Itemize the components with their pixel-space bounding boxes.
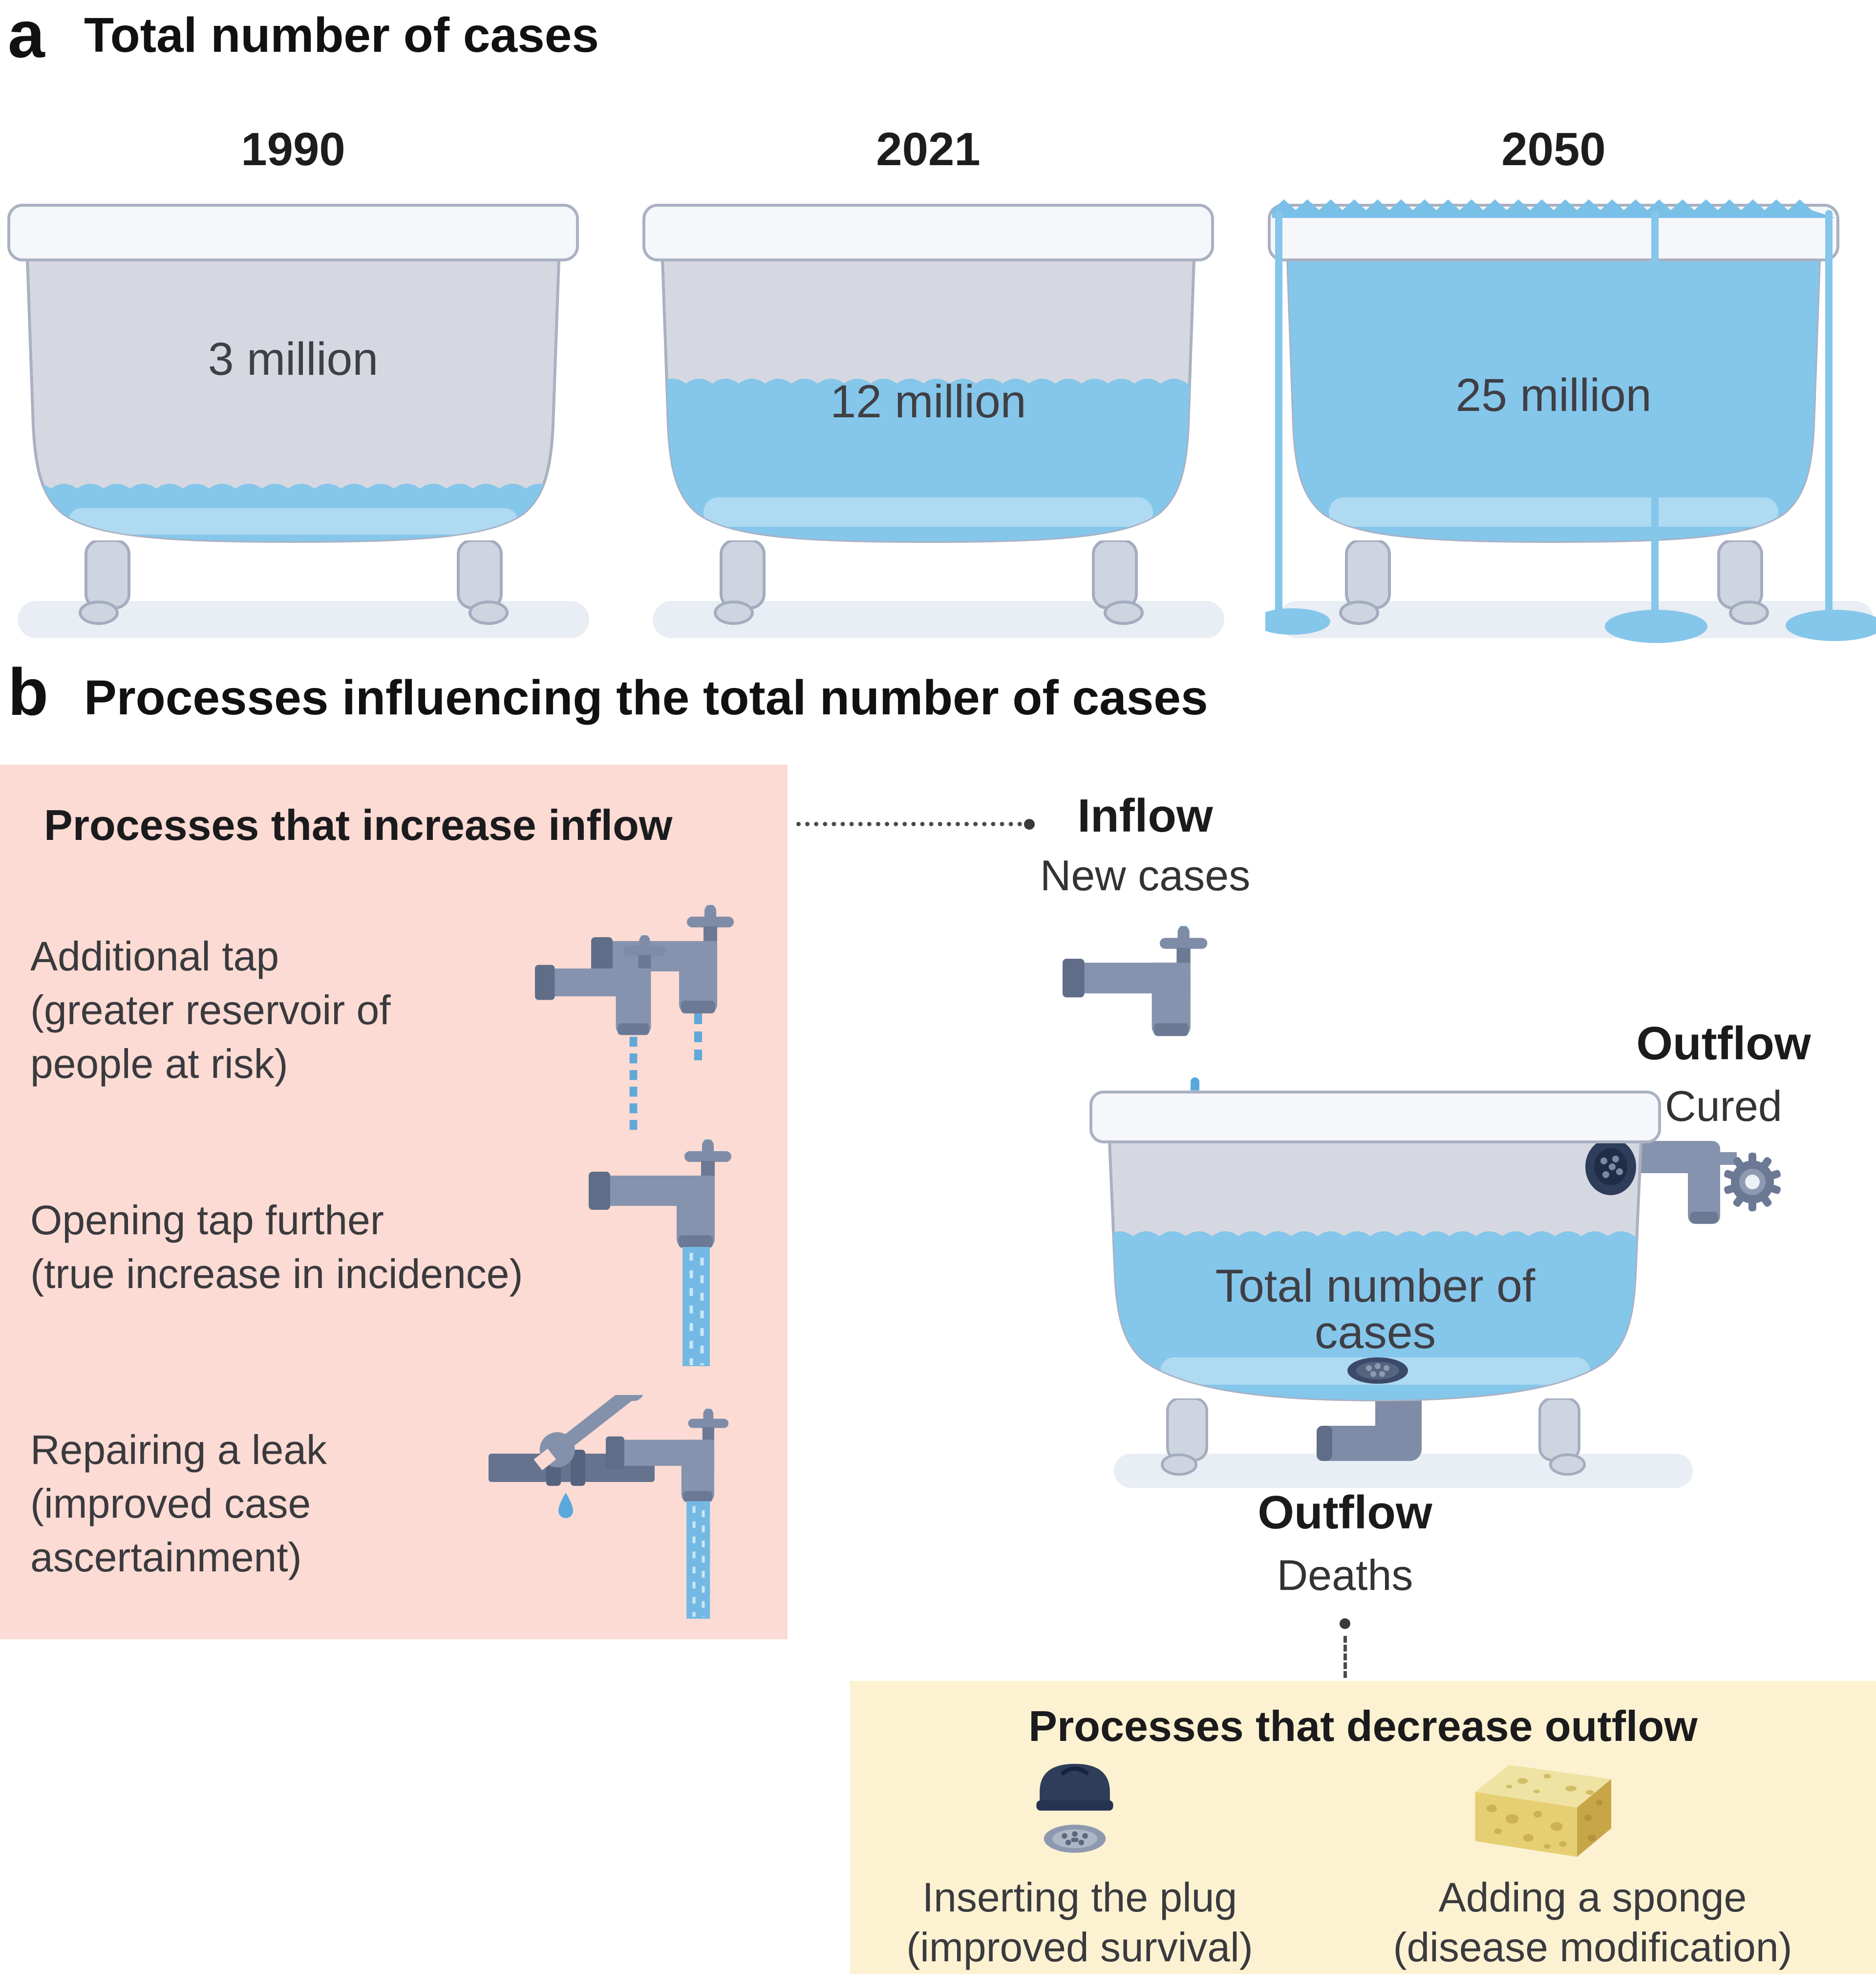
sponge-icon (1475, 1764, 1611, 1857)
bathtub-2050 (1265, 199, 1876, 643)
year-label-1990: 1990 (241, 123, 345, 175)
panel-a-letter: a (8, 0, 45, 71)
outflow-box-title: Processes that decrease outflow (1028, 1702, 1698, 1750)
central-tub-label: Total number of cases (1215, 1260, 1535, 1358)
tub-value-2021: 12 million (830, 376, 1026, 428)
plug-drain-icon (1036, 1763, 1113, 1853)
overflow-crest (1272, 199, 1835, 218)
wrench-pipe-tap-icon (489, 1395, 729, 1619)
inflow-tap-icon (1063, 926, 1208, 1036)
inflow-subtitle: New cases (1040, 851, 1251, 900)
outflow-deaths-title: Outflow (1258, 1486, 1432, 1539)
outflow-cured-subtitle: Cured (1665, 1082, 1782, 1130)
sponge-caption: Adding a sponge (disease modification) (1393, 1874, 1792, 1971)
deaths-drain-pipe (1317, 1383, 1422, 1461)
inflow-item-additional-tap: Additional tap (greater reservoir of peo… (30, 933, 391, 1087)
outflow-connector-dot (1340, 1618, 1350, 1629)
inflow-item-opening-tap: Opening tap further (true increase in in… (30, 1197, 523, 1297)
double-tap-icon (535, 905, 734, 1136)
tub-value-1990: 3 million (208, 333, 379, 385)
wrench-icon (533, 1395, 644, 1470)
bathtub-2021 (642, 204, 1224, 638)
outflow-cured-title: Outflow (1636, 1017, 1811, 1070)
inflow-connector-dot (1024, 819, 1035, 830)
overflow-streams (1265, 210, 1876, 643)
tap-flow-icon (589, 1139, 731, 1366)
panel-a-title: Total number of cases (84, 8, 599, 63)
bottom-drain-icon (1347, 1357, 1408, 1384)
panel-b-letter: b (8, 655, 49, 729)
outflow-deaths-subtitle: Deaths (1277, 1551, 1413, 1599)
inflow-item-repairing-leak: Repairing a leak (improved case ascertai… (30, 1427, 327, 1581)
tub-value-2050: 25 million (1455, 369, 1652, 421)
year-label-2050: 2050 (1501, 123, 1606, 175)
cured-outflow-pipe (1624, 1141, 1737, 1224)
outflow-processes-box (850, 1681, 1876, 1974)
inflow-box-title: Processes that increase inflow (44, 801, 673, 849)
inflow-connector-dotted-line (796, 822, 1022, 826)
wall-drain-hole-icon (1585, 1138, 1636, 1195)
year-label-2021: 2021 (876, 123, 981, 175)
panel-b-title: Processes influencing the total number o… (84, 670, 1208, 725)
plug-caption: Inserting the plug (improved survival) (906, 1874, 1253, 1971)
outflow-connector-dashed-line (1343, 1636, 1347, 1678)
central-bathtub (1089, 1091, 1782, 1488)
inflow-title: Inflow (1077, 790, 1213, 842)
bathtub-1990 (7, 204, 589, 638)
